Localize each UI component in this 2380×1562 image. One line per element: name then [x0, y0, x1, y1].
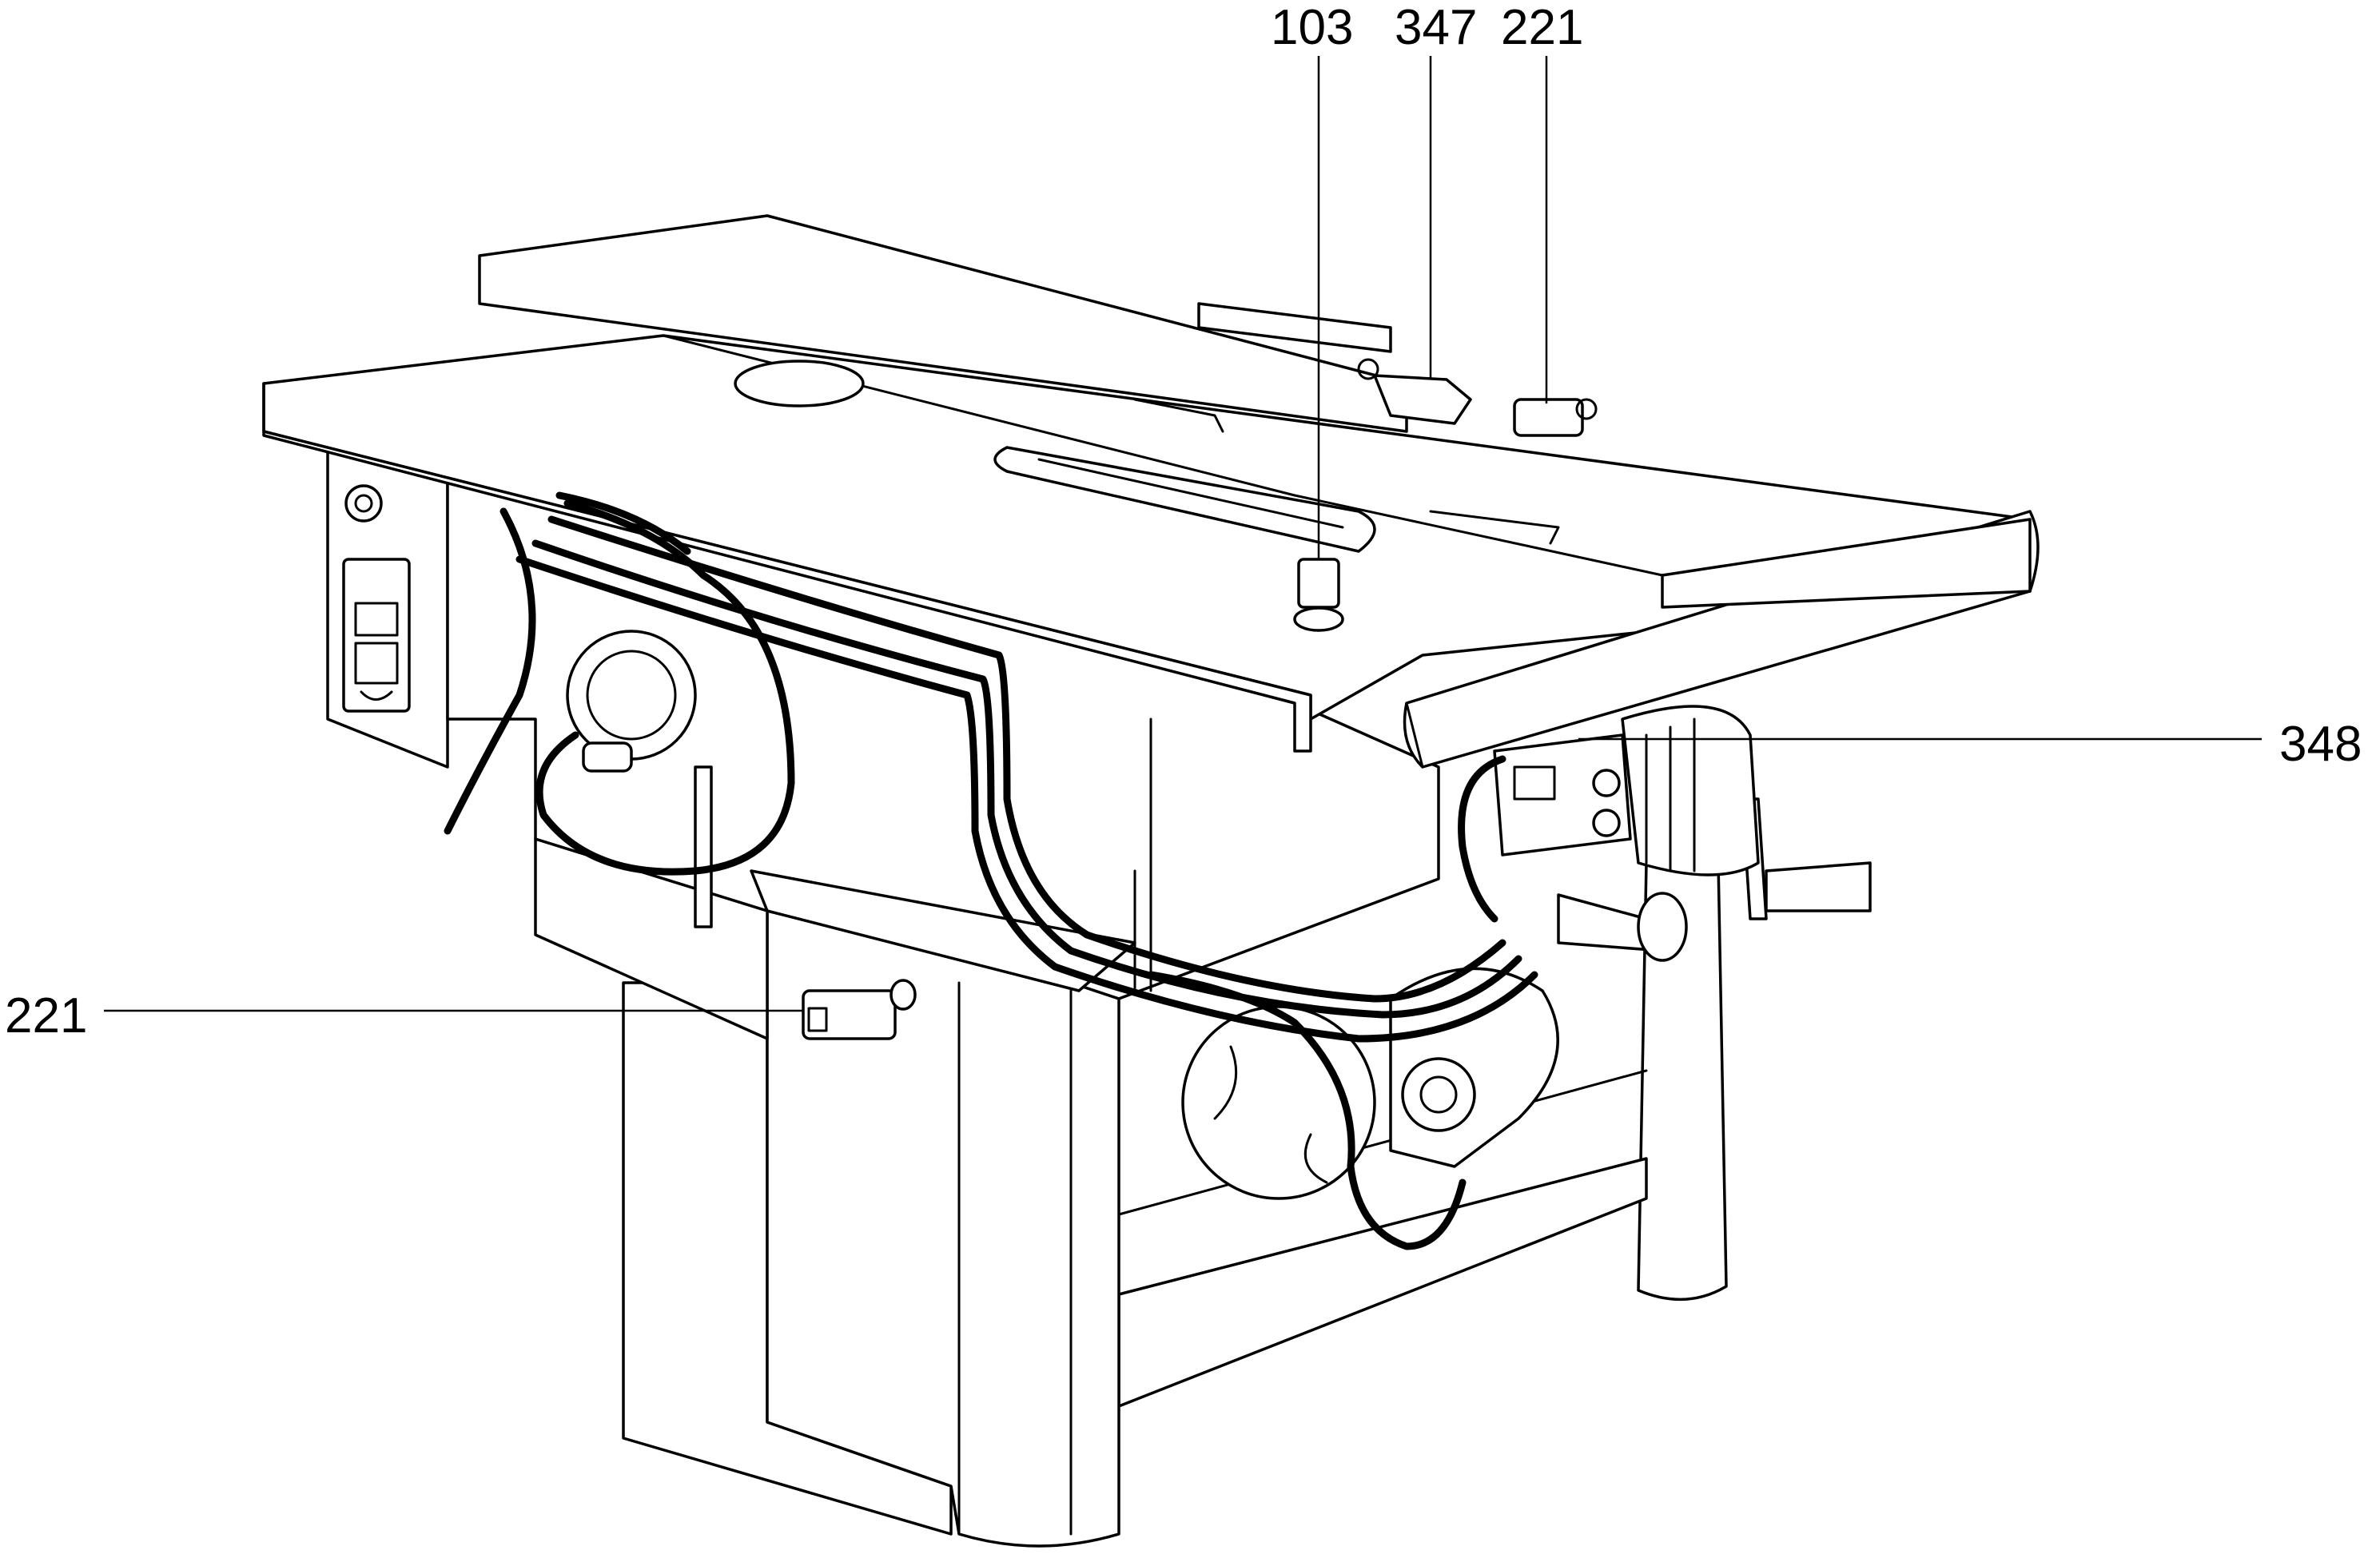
callout-348: 348 — [2279, 717, 2362, 772]
table-top — [262, 214, 2040, 769]
switch-panel — [326, 446, 449, 769]
leader-lines — [104, 56, 2262, 1012]
cable-harness — [444, 491, 1538, 1250]
part-221-left — [802, 979, 917, 1040]
callout-221-left: 221 — [5, 988, 87, 1043]
callout-347: 347 — [1395, 0, 1477, 55]
part-221-top — [1513, 398, 1598, 437]
callout-labels: 103 347 221 348 221 — [5, 0, 2362, 1043]
callout-103: 103 — [1271, 0, 1353, 55]
part-103 — [1293, 558, 1344, 632]
base-frame — [534, 837, 1728, 1548]
callout-221-top: 221 — [1501, 0, 1583, 55]
part-347 — [1357, 358, 1472, 425]
motor-switch-box — [1493, 705, 1760, 876]
